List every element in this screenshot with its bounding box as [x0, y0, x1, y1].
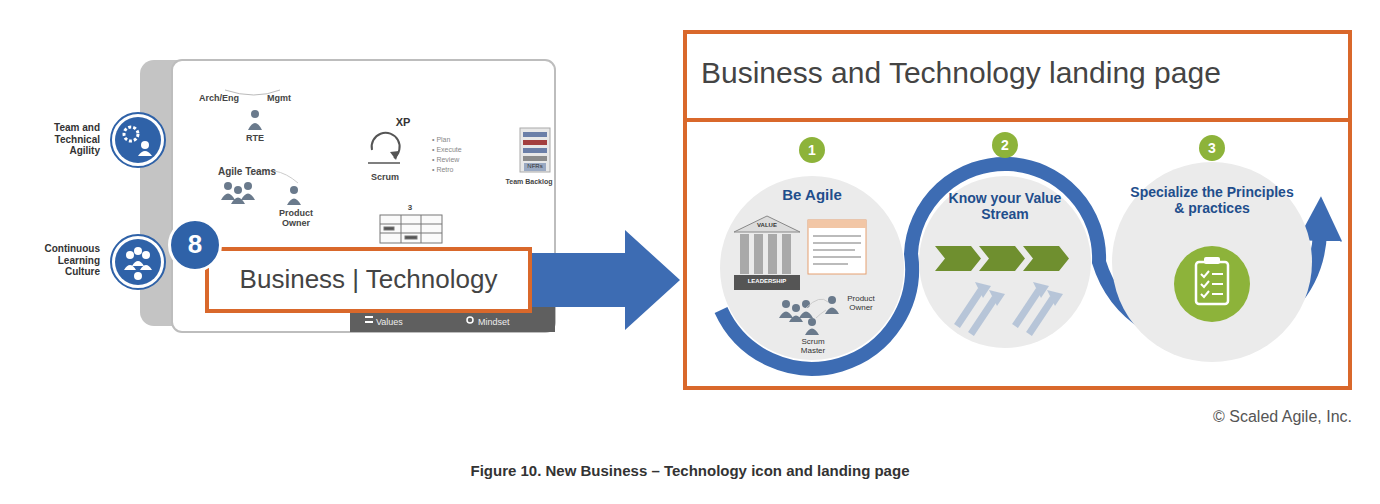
node-text: 1: [799, 142, 825, 158]
label-text: • Plan: [432, 136, 482, 144]
step-circle: Know your Value Stream2: [919, 176, 1091, 348]
block-arrow: [532, 230, 680, 330]
step-circle: Be AgileVALUE LEADERSHIP Product OwnerScru…: [720, 176, 904, 360]
label-text: Scrum: [364, 172, 406, 182]
callout-number: 8: [168, 218, 222, 272]
step-number: 3: [1199, 135, 1225, 161]
node-text: LEADERSHIP: [734, 278, 800, 285]
node-text: VALUE: [747, 222, 787, 229]
label-text: © Scaled Agile, Inc.: [1120, 408, 1352, 426]
node-text: Product Owner: [838, 294, 884, 312]
node-text: Specialize the Principles & practices: [1127, 184, 1297, 216]
label-text: Values: [376, 317, 426, 327]
landing-page-frame: Business and Technology landing page Be A…: [683, 30, 1352, 390]
icon-label-box: Business | Technology: [205, 247, 532, 313]
heading-text: Business and Technology landing page: [701, 56, 1341, 91]
node-text: Business | Technology: [240, 265, 498, 295]
label-text: Mgmt: [262, 93, 296, 103]
label-text: Product Owner: [276, 208, 316, 229]
node-text: 3: [1199, 140, 1225, 156]
header-divider: [687, 118, 1348, 122]
label-text: Agile Teams: [214, 166, 280, 178]
node-text: Scrum Master: [790, 337, 836, 355]
label-text: Continuous Learning Culture: [36, 243, 100, 278]
label-text: 3: [404, 203, 416, 212]
node-text: Be Agile: [720, 186, 904, 203]
figure-caption: Figure 10. New Business – Technology ico…: [0, 462, 1380, 479]
node-text: Know your Value Stream: [939, 190, 1071, 222]
label-text: Arch/Eng: [196, 93, 242, 103]
label-text: • Retro: [432, 166, 482, 174]
label-text: XP: [392, 116, 414, 129]
step-number: 1: [799, 137, 825, 163]
node-text: 8: [168, 230, 222, 260]
label-text: Team Backlog: [504, 178, 554, 186]
step-number: 2: [992, 132, 1018, 158]
node-text: 2: [992, 137, 1018, 153]
label-text: Team and Technical Agility: [36, 122, 100, 157]
step-circle: Specialize the Principles & practices3: [1112, 162, 1312, 362]
label-text: NFRs: [523, 163, 547, 170]
label-text: • Review: [432, 156, 482, 164]
label-text: Mindset: [478, 317, 538, 327]
circle-outline: [720, 176, 904, 360]
label-text: • Execute: [432, 146, 482, 154]
label-text: RTE: [240, 133, 270, 143]
